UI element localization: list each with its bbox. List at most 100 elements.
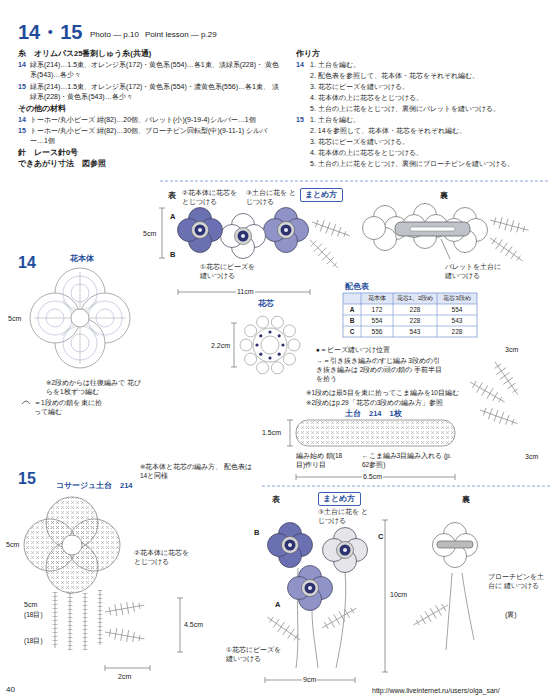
section-number: 14 <box>18 115 26 125</box>
note-text: 3cm <box>525 452 538 462</box>
note-text: 4.5cm <box>184 620 203 630</box>
note-text: 3cm <box>505 345 518 355</box>
note-text: 2. 14を参照して、花本体・花芯をそれぞれ編む。 <box>310 126 466 136</box>
note-text: 2cm <box>118 672 131 682</box>
section-number: 15 <box>18 82 26 92</box>
flower-assembly-14-back <box>363 204 531 266</box>
page-title: 14・15 <box>18 18 83 46</box>
note-text: 4. 花本体の上に花芯をとじつける。 <box>310 93 423 103</box>
note-text: 緑系(214)…1.5束、オレンジ系(172)・黄色系(554)…各1束、淡緑系… <box>30 60 280 80</box>
note-text: 10cm <box>390 590 407 600</box>
table-cell: 543 <box>452 317 463 325</box>
note-text: 5. 土台の上に花をとじつけ、裏側にブローチピンを縫いつける。 <box>310 159 514 169</box>
note-text: 5cm <box>24 600 37 610</box>
section-number: 15 <box>296 115 304 125</box>
note-text: 3. 花芯にビーズを縫いつける。 <box>310 137 409 147</box>
section-heading: 花本体 <box>70 253 94 264</box>
flower-assembly-14-front <box>178 208 352 273</box>
note-text: ※1段めは最5目を束に拾ってこま編みを10目編む <box>306 388 459 397</box>
table-cell: A <box>350 306 355 314</box>
table-cell: 228 <box>452 328 463 336</box>
table-cell: 228 <box>410 317 421 325</box>
note-text: (18目) <box>24 636 43 645</box>
heading-text: 裏 <box>462 494 470 505</box>
heading-text: 作り方 <box>296 49 320 60</box>
note-text: (18目) <box>24 610 43 619</box>
note-text: ※2段めからは往復編みで 花びらを1枚ずつ編む <box>46 378 146 396</box>
dimension-label: 6.5cm <box>362 472 383 482</box>
heading-text: 針 レース針0号 <box>18 148 78 159</box>
note-text: ②花本体に花芯を とじつける <box>134 548 194 566</box>
flower-center-chart <box>231 316 300 374</box>
note-text: ●＝ビーズ縫いつけ位置 <box>316 345 390 354</box>
corsage-base-chart <box>24 497 183 671</box>
note-text: トーホー/丸小ビーズ 紺(82)…20個、パレット(小)(9-19-4)シルバー… <box>30 115 280 125</box>
section-number: 14 <box>296 60 304 70</box>
note-text: パレットを土台に 縫いつける <box>445 262 509 280</box>
note-text: 5cm <box>6 540 19 550</box>
note-text: ←こま編み3目編み入れる (p.62参照) <box>362 451 454 469</box>
heading-text: A <box>170 212 175 223</box>
dimension-line <box>159 208 310 295</box>
box-title: まとめ方 <box>305 190 338 200</box>
note-text: (裏) <box>505 610 517 620</box>
table-cell: 花本体 <box>368 295 386 303</box>
note-text: ③土台に花を とじつける <box>246 188 296 206</box>
note-text: 40 <box>6 684 15 695</box>
table-cell: C <box>350 328 355 336</box>
note-text: 3. 花芯にビーズを縫いつける。 <box>310 82 409 92</box>
section-number: 15 <box>18 126 26 136</box>
note-text: 緑系(214)…1.5束、オレンジ系(172)・黄色系(554)・濃黄色系(55… <box>30 82 280 102</box>
base-chart <box>287 420 455 480</box>
note-text: 5cm <box>143 229 156 239</box>
dimension-label: 9cm <box>302 675 317 685</box>
flower-assembly-15-back <box>410 523 477 651</box>
note-text: 5cm <box>8 314 21 324</box>
section-number: 15 <box>18 468 36 490</box>
note-text: 2.2cm <box>211 341 230 351</box>
note-text: ※2段めはp.29「花芯の3段めの編み方」参照 <box>306 398 443 407</box>
table-cell: 554 <box>452 306 463 314</box>
heading-text: できあがり寸法 図参照 <box>18 159 106 170</box>
note-text: 5. 土台の上に花をとじつけ、裏側にパレットを縫いつける。 <box>310 104 500 114</box>
heading-text: B <box>170 250 175 261</box>
color-table-grid <box>343 293 477 337</box>
dimension-label: 11cm <box>236 287 255 297</box>
table-cell: B <box>350 317 355 325</box>
heading-text: B <box>254 528 259 539</box>
note-text: Photo — p.10 <box>90 29 139 40</box>
note-text: http://www.liveinternet.ru/users/olga_sa… <box>372 686 500 696</box>
note-text: →＝引き抜き編みのすじ編み 3段めの引き抜き編みは 2段めの頭の鎖の 手前半目を… <box>316 356 446 383</box>
table-cell: 花芯3段め <box>443 295 470 303</box>
table-cell: 172 <box>372 306 383 314</box>
note-text: 1. 土台を編む。 <box>310 60 360 70</box>
box-title: まとめ方 <box>323 494 356 504</box>
note-text: Point lesson — p.29 <box>145 29 217 40</box>
section-label-box: まとめ方 <box>300 188 343 202</box>
leaf-chart <box>467 359 523 430</box>
heading-text: その他の材料 <box>18 104 66 115</box>
section-heading: 配色表 <box>345 282 369 293</box>
note-text: 編み始め 鎖(18目)作り目 <box>296 451 346 469</box>
note-text: ①花芯にビーズを 縫いつける <box>226 645 288 663</box>
section-number: 14 <box>18 252 36 274</box>
section-heading: コサージュ土台 214 <box>56 481 133 492</box>
dashed-separator <box>160 181 550 486</box>
heading-text: 表 <box>272 494 280 505</box>
note-text: トーホー/丸小ビーズ 紺(82)…30個、ブローチピン回転型(中)(9-11-1… <box>30 126 280 146</box>
heading-text: 表 <box>168 190 176 201</box>
note-text: ③土台に花を とじつける <box>318 507 372 525</box>
heading-text: C <box>378 532 383 543</box>
note-text: ※花本体と花芯の編み方、 配色表は14と同様 <box>140 462 255 480</box>
note-text: ＝1段めの鎖を 束に拾って編む <box>34 398 106 416</box>
note-text: 1.5cm <box>262 428 281 438</box>
note-text: 1. 土台を編む。 <box>310 115 360 125</box>
table-cell: 556 <box>372 328 383 336</box>
table-cell: 花芯1、2段め <box>397 295 433 303</box>
table-cell: 228 <box>410 306 421 314</box>
section-heading: 花芯 <box>258 298 274 309</box>
heading-text: 糸 オリムパス25番刺しゅう糸(共通) <box>18 49 151 60</box>
section-label-box: まとめ方 <box>318 492 361 506</box>
